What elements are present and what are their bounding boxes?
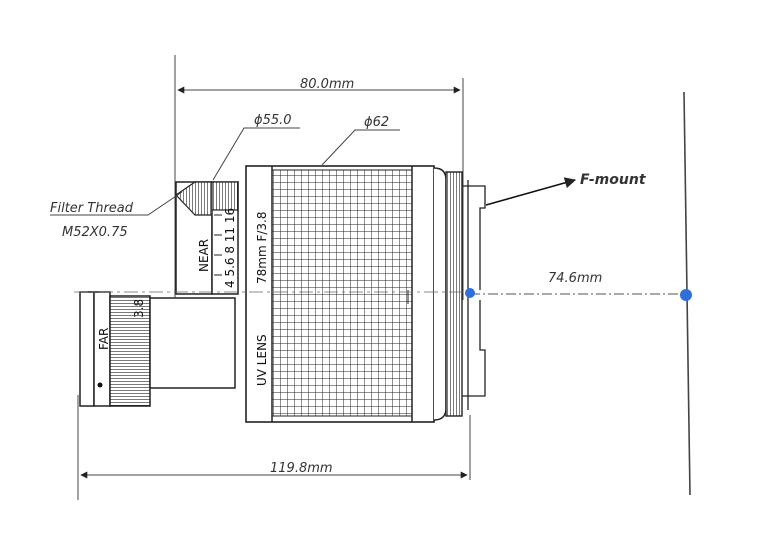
focal-aperture: 78mm F/3.8 bbox=[255, 212, 269, 285]
thread-spec-label: M52X0.75 bbox=[62, 225, 128, 240]
distance-scale: 4 5.6 8 11 16 bbox=[223, 208, 237, 288]
focus-barrel-front bbox=[79, 291, 236, 407]
far-label: FAR bbox=[97, 328, 111, 350]
dimension-bottom-label: 119.8mm bbox=[270, 461, 333, 476]
f-mount-arrow bbox=[485, 177, 577, 206]
filter-diameter-label: ϕ55.0 bbox=[254, 113, 292, 128]
lens-body bbox=[245, 165, 463, 423]
leader-filter-thread bbox=[50, 191, 183, 216]
filter-thread-label: Filter Thread bbox=[50, 201, 134, 216]
filter-ring bbox=[175, 181, 239, 295]
leader-body-dia bbox=[321, 129, 400, 166]
f-mount-label: F-mount bbox=[580, 172, 647, 188]
flange-distance-label: 74.6mm bbox=[548, 271, 602, 286]
leader-filter-dia bbox=[212, 127, 300, 181]
far-scale: 3.8 bbox=[132, 299, 146, 318]
dimension-bottom bbox=[77, 395, 471, 500]
near-label: NEAR bbox=[197, 239, 211, 272]
flange-point bbox=[465, 288, 475, 298]
sensor-point bbox=[680, 289, 692, 301]
dimension-top bbox=[174, 55, 464, 300]
lens-name: UV LENS bbox=[255, 334, 269, 386]
dimension-top-label: 80.0mm bbox=[300, 77, 354, 92]
body-diameter-label: ϕ62 bbox=[364, 115, 389, 130]
